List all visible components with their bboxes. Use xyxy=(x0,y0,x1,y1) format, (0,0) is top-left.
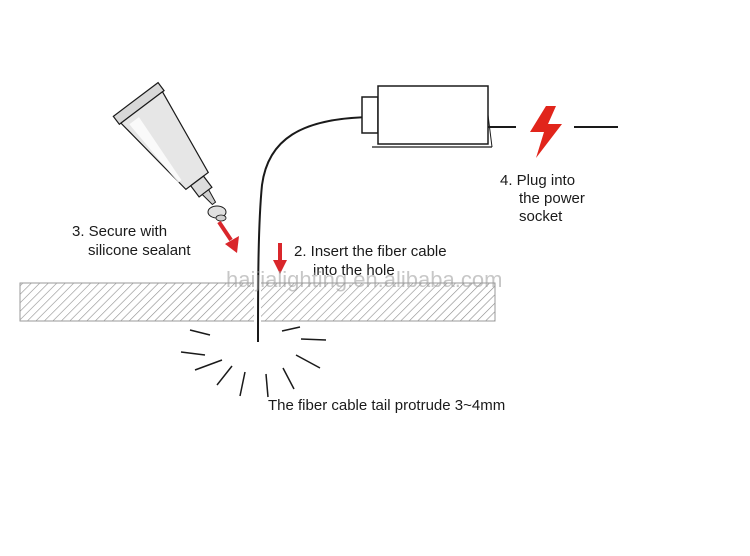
lightning-icon xyxy=(530,106,562,158)
plug-step-line1: 4. Plug into xyxy=(500,172,575,189)
insert-step-line2: into the hole xyxy=(313,262,395,279)
plug-step-line2: the power xyxy=(519,190,585,207)
insert-step-line1: 2. Insert the fiber cable xyxy=(294,243,447,260)
sealant-tube-icon xyxy=(112,81,217,206)
plug-step-line3: socket xyxy=(519,208,563,225)
sealant-drip xyxy=(207,205,227,222)
watermark: haijialighting.en.alibaba.com xyxy=(226,267,502,292)
light-rays xyxy=(180,326,327,398)
secure-step-line2: silicone sealant xyxy=(88,242,191,259)
secure-step-line1: 3. Secure with xyxy=(72,223,167,240)
arrow-down-icon xyxy=(217,220,239,253)
protrude-note: The fiber cable tail protrude 3~4mm xyxy=(268,397,505,414)
insert-arrow-icon xyxy=(273,243,287,274)
power-box-icon xyxy=(361,85,493,148)
fiber-cable xyxy=(257,116,373,343)
